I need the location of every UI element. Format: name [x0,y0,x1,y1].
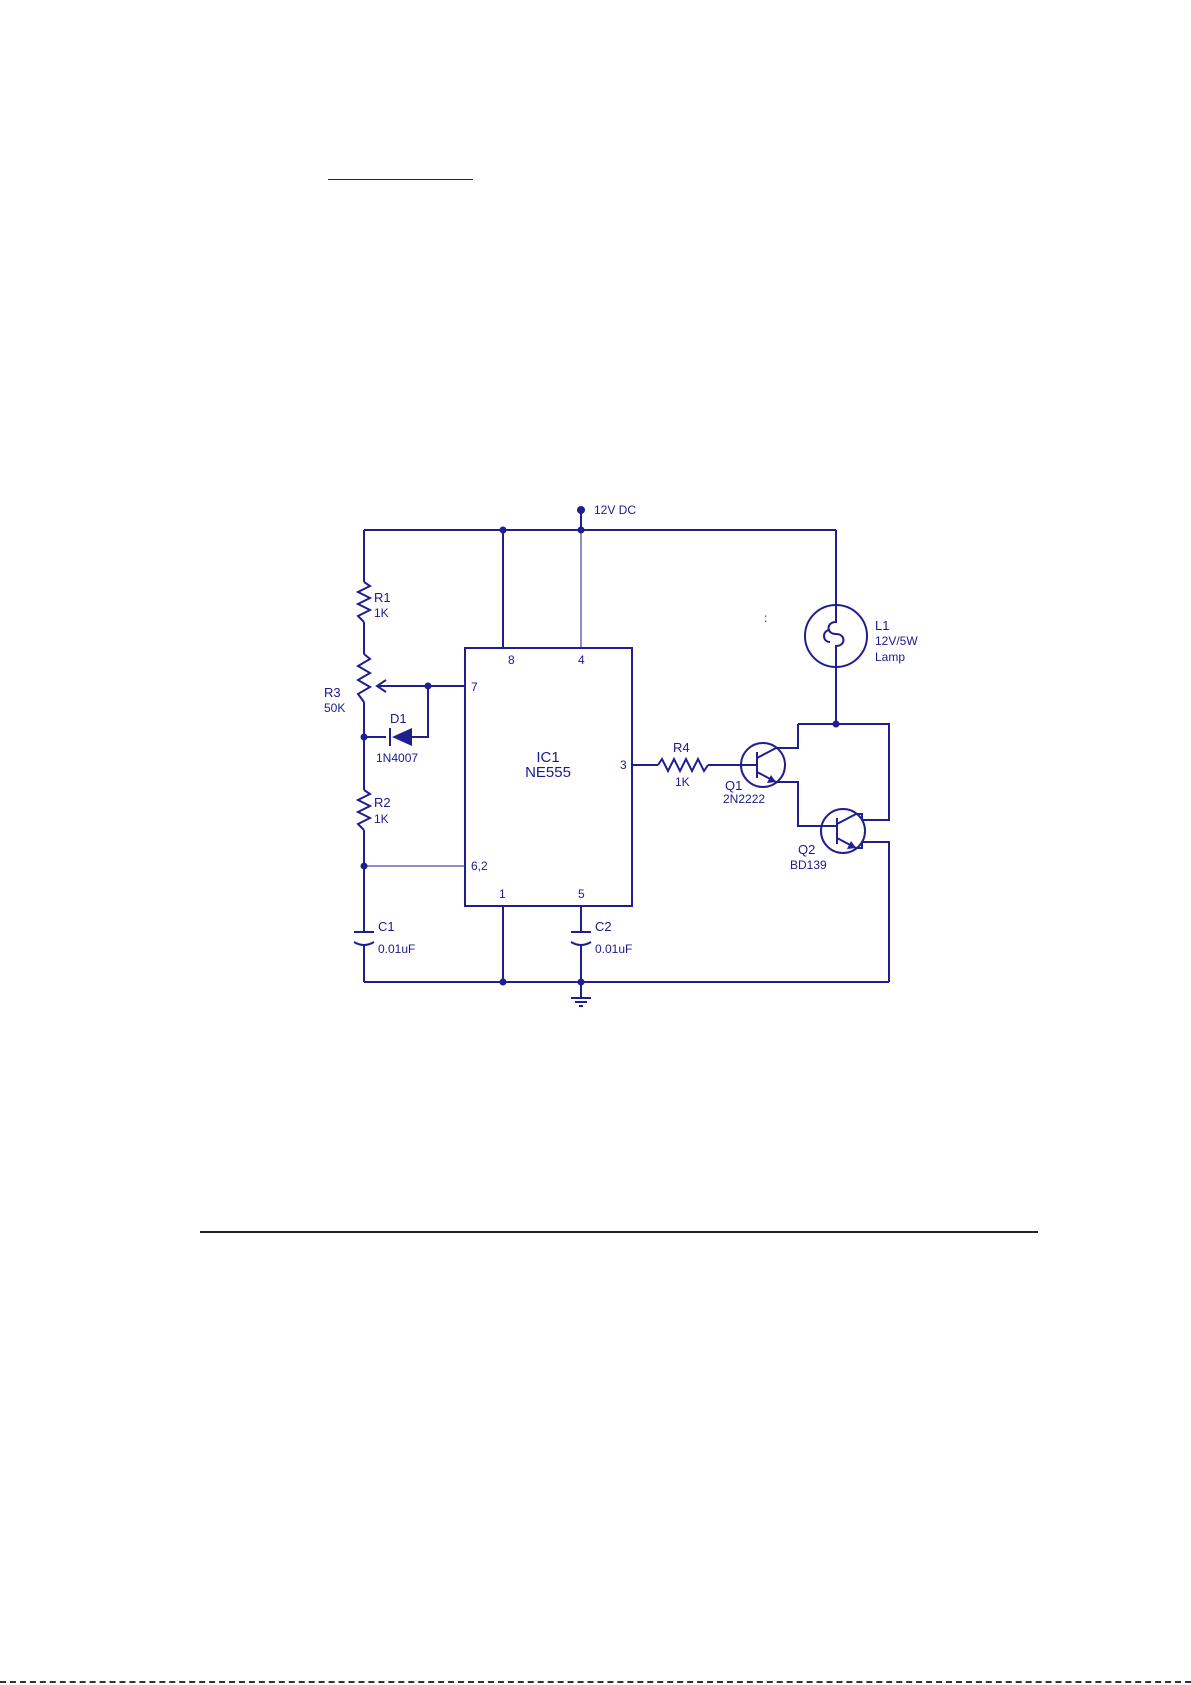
l1-value-label: 12V/5W [875,634,918,648]
junction-dot [425,683,432,690]
r2-value-label: 1K [374,812,389,826]
junction-dot [577,506,585,514]
ic-pin-1-label: 1 [499,887,506,901]
r1-ref-label: R1 [374,590,391,605]
wires [364,510,889,998]
page-bottom-edge [0,1681,1191,1683]
junctions [361,506,840,986]
q2-value-label: BD139 [790,858,827,872]
component-labels: 12V DC R1 1K R3 50K D1 1N4007 R2 1K C1 0… [324,503,918,956]
ic-pin-7-label: 7 [471,680,478,694]
junction-dot [361,863,368,870]
l1-desc-label: Lamp [875,650,905,664]
r3-zigzag [358,654,370,702]
potentiometer-r3 [358,654,386,702]
c1-plate-bottom [354,942,374,945]
c1-ref-label: C1 [378,919,395,934]
c2-value-label: 0.01uF [595,942,632,956]
resistor-r4 [658,759,708,771]
diode-d1 [390,728,412,746]
r1-value-label: 1K [374,606,389,620]
c2-plate-bottom [571,942,591,945]
transistor-q1 [741,743,788,787]
r4-zigzag [658,759,708,771]
junction-dot [578,527,585,534]
stray-mark: : [764,611,767,625]
l1-ref-label: L1 [875,618,889,633]
ic1-part-label: NE555 [525,764,571,781]
q2-ref-label: Q2 [798,842,815,857]
ic-pin-3-label: 3 [620,758,627,772]
r3-value-label: 50K [324,701,345,715]
r2-zigzag [358,790,370,830]
wire-q1-q2 [788,782,817,826]
resistor-r2 [358,790,370,830]
c2-ref-label: C2 [595,919,612,934]
ic-pin-4-label: 4 [578,653,585,667]
capacitor-c2 [571,932,591,945]
junction-dot [361,734,368,741]
resistor-r1 [358,582,370,622]
d1-triangle [392,728,412,746]
r3-ref-label: R3 [324,685,341,700]
q1-ref-label: Q1 [725,778,742,793]
wire-q2-emitter [862,842,889,982]
wire-d1-loop [412,686,428,737]
wire-collector-bus [798,724,889,820]
lamp-filament [829,605,844,667]
capacitor-c1 [354,932,374,945]
bottom-rule-line [200,1231,1038,1233]
d1-ref-label: D1 [390,711,407,726]
d1-value-label: 1N4007 [376,751,418,765]
junction-dot [500,527,507,534]
junction-dot [833,721,840,728]
junction-dot [578,979,585,986]
r1-zigzag [358,582,370,622]
r2-ref-label: R2 [374,795,391,810]
ic1-ne555: 8 4 7 3 6,2 1 5 IC1 NE555 [465,648,632,906]
r4-value-label: 1K [675,775,690,789]
transistor-q2 [817,809,865,853]
ic-pin-5-label: 5 [578,887,585,901]
r4-ref-label: R4 [673,740,690,755]
q1-value-label: 2N2222 [723,792,765,806]
ic-pin-62-label: 6,2 [471,859,488,873]
c1-value-label: 0.01uF [378,942,415,956]
ground-symbol [571,998,591,1006]
wire-q1-collector [788,724,798,748]
supply-label: 12V DC [594,503,636,517]
q2-body [821,809,865,853]
lamp-l1 [805,605,867,667]
ic-pin-8-label: 8 [508,653,515,667]
junction-dot [500,979,507,986]
